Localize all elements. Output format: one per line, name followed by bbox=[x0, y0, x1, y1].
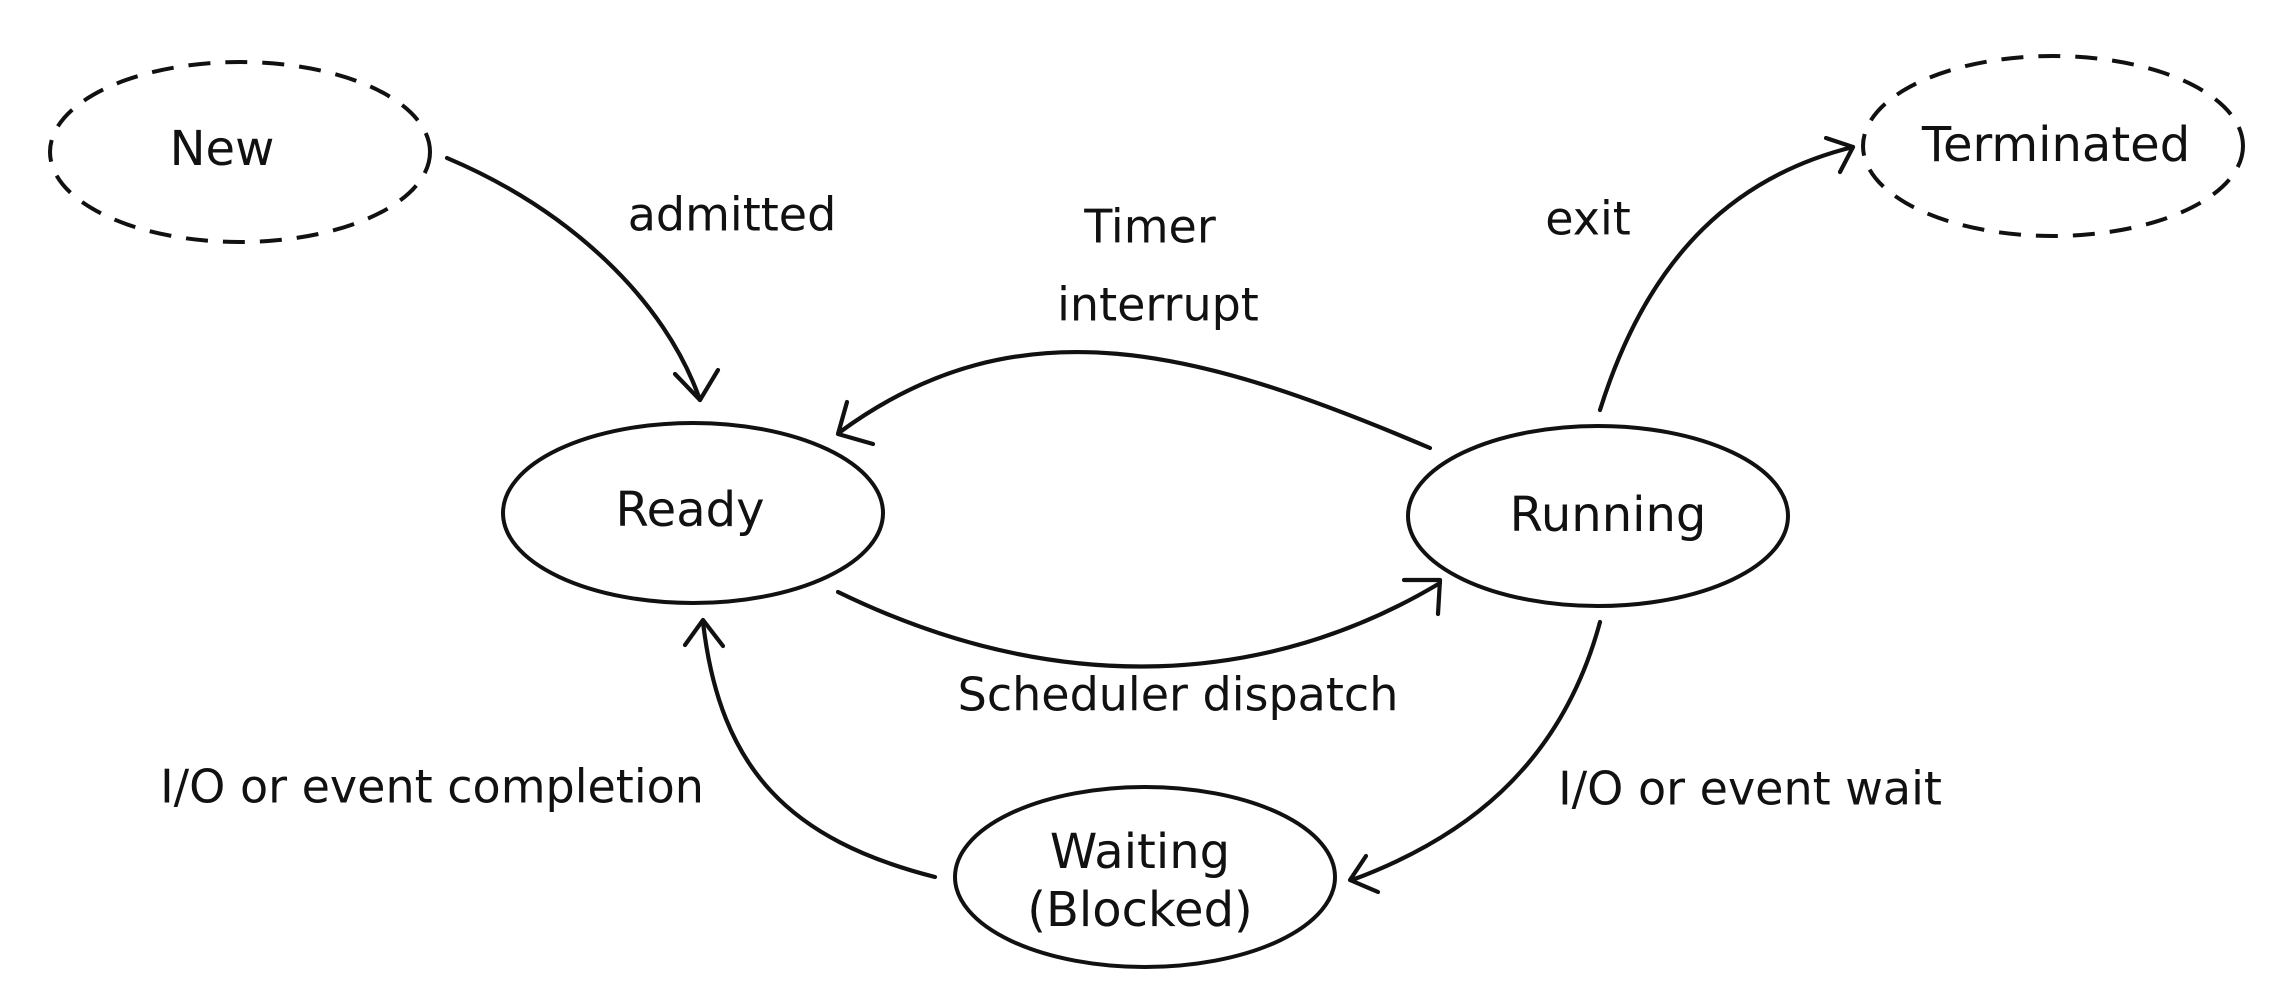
arrowhead-admitted bbox=[672, 367, 721, 403]
transition-timer-interrupt: Timer interrupt bbox=[835, 200, 1433, 451]
transition-admitted: admitted bbox=[444, 155, 837, 403]
state-ready-label: Ready bbox=[615, 482, 764, 538]
label-timer: Timer bbox=[1083, 200, 1216, 254]
state-new-shape bbox=[48, 60, 432, 244]
state-new: New bbox=[48, 60, 432, 244]
state-waiting-label-line2: (Blocked) bbox=[1027, 882, 1253, 938]
arrow-io-wait bbox=[1349, 619, 1603, 883]
label-io-wait: I/O or event wait bbox=[1558, 762, 1942, 816]
state-running-label: Running bbox=[1510, 487, 1707, 543]
arrowhead-exit bbox=[1823, 135, 1856, 175]
arrowhead-io-completion bbox=[682, 617, 726, 649]
state-terminated-label: Terminated bbox=[1921, 117, 2190, 173]
state-running: Running bbox=[1406, 424, 1790, 608]
state-ready: Ready bbox=[501, 421, 885, 605]
state-new-label: New bbox=[170, 121, 275, 177]
state-running-shape bbox=[1406, 424, 1790, 608]
state-terminated: Terminated bbox=[1861, 54, 2245, 238]
transition-io-completion: I/O or event completion bbox=[160, 617, 938, 880]
arrow-io-completion bbox=[700, 619, 938, 880]
label-admitted: admitted bbox=[628, 188, 837, 242]
label-io-completion: I/O or event completion bbox=[160, 760, 704, 814]
state-waiting: Waiting (Blocked) bbox=[953, 785, 1337, 969]
transition-scheduler-dispatch: Scheduler dispatch bbox=[835, 577, 1443, 722]
arrowhead-scheduler-dispatch bbox=[1401, 577, 1443, 617]
transition-exit: exit bbox=[1545, 135, 1856, 413]
state-waiting-shape bbox=[953, 785, 1337, 969]
arrowhead-io-wait bbox=[1347, 853, 1381, 895]
state-ready-shape bbox=[501, 421, 885, 605]
label-exit: exit bbox=[1545, 192, 1631, 246]
arrow-scheduler-dispatch bbox=[835, 580, 1443, 669]
transition-io-wait: I/O or event wait bbox=[1347, 619, 1942, 895]
arrow-admitted bbox=[444, 155, 703, 403]
arrow-timer-interrupt bbox=[837, 349, 1433, 451]
label-interrupt: interrupt bbox=[1057, 278, 1259, 332]
label-scheduler-dispatch: Scheduler dispatch bbox=[958, 668, 1399, 722]
state-waiting-label-line1: Waiting bbox=[1050, 824, 1230, 880]
arrowhead-timer-interrupt bbox=[835, 399, 876, 447]
state-terminated-shape bbox=[1861, 54, 2245, 238]
arrow-exit bbox=[1597, 144, 1856, 413]
